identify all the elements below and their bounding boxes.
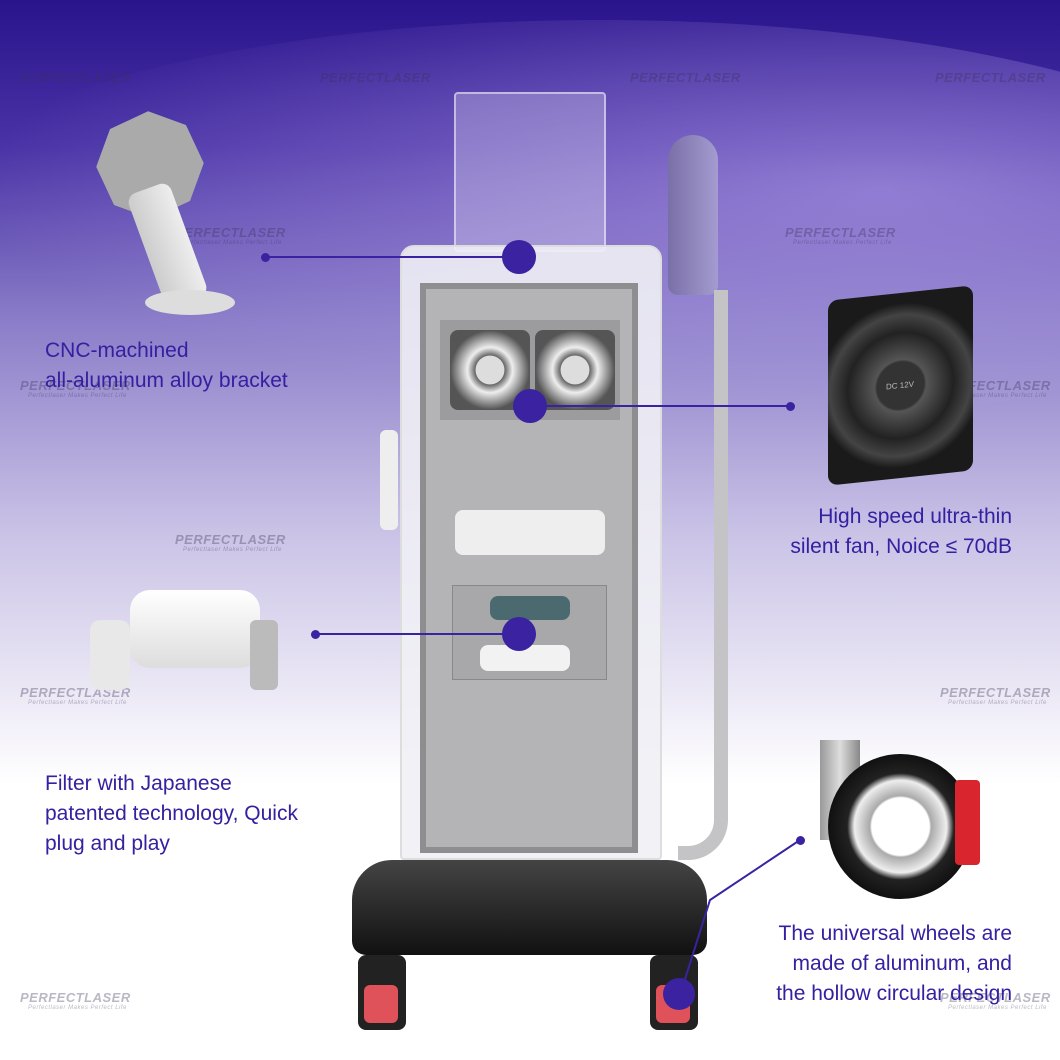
side-handle: [380, 430, 398, 530]
watermark: PERFECTLASER: [320, 70, 431, 85]
bracket-line-end: [261, 253, 270, 262]
machine-base: [352, 860, 707, 955]
frame-cutout: [455, 510, 605, 555]
watermark: PERFECTLASER: [935, 70, 1046, 85]
wheel-hotspot: [663, 978, 695, 1010]
wheel-line-end: [796, 836, 805, 845]
handpiece: [668, 135, 718, 295]
wheel-leader-line: [679, 839, 801, 996]
fan-hotspot: [513, 389, 547, 423]
wheel-image: [820, 740, 980, 900]
bracket-image: [100, 115, 240, 320]
filter-image: [90, 590, 290, 700]
filter-hotspot: [502, 617, 536, 651]
fan-right: [535, 330, 615, 410]
fan-line-end: [786, 402, 795, 411]
watermark: PERFECTLASER: [630, 70, 741, 85]
wheel-left-brake: [364, 985, 398, 1023]
filter-line-end: [311, 630, 320, 639]
machine-screen-panel: [454, 92, 606, 252]
filter-cylinder-top: [490, 596, 570, 620]
bracket-hotspot: [502, 240, 536, 274]
watermark: PERFECTLASER: [20, 70, 131, 85]
